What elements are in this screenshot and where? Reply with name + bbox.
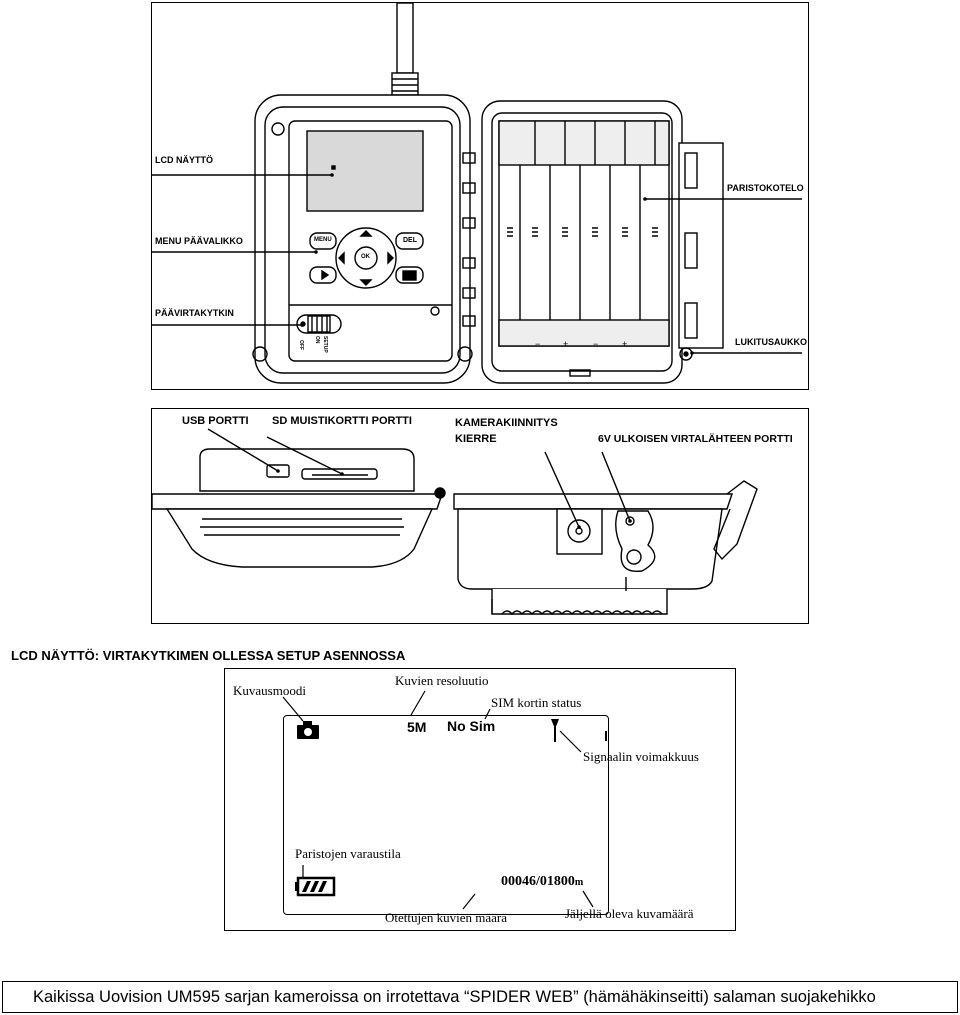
footer-box: Kaikissa Uovision UM595 sarjan kameroiss…	[2, 981, 958, 1013]
lock-hole-label: LUKITUSAUKKO	[735, 337, 807, 347]
del-button-label: DEL	[403, 237, 417, 244]
polarity-minus-2: −	[593, 339, 599, 349]
lcd-screen-label: LCD NÄYTTÖ	[155, 155, 213, 165]
figure-camera-open: LCD NÄYTTÖ MENU PÄÄVALIKKO PÄÄVIRTAKYTKI…	[151, 2, 809, 390]
section-heading: LCD NÄYTTÖ: VIRTAKYTKIMEN OLLESSA SETUP …	[11, 648, 406, 663]
menu-button-label: MENU	[314, 237, 332, 243]
power-switch-label: PÄÄVIRTAKYTKIN	[155, 308, 234, 318]
figure-lcd-screen: Kuvausmoodi Kuvien resoluutio SIM kortin…	[224, 668, 736, 931]
figure-camera-bottom: USB PORTTI SD MUISTIKORTTI PORTTI KAMERA…	[151, 408, 809, 624]
mount-thread-label-line2: KIERRE	[455, 433, 497, 445]
switch-on-label: ON	[314, 336, 320, 344]
usb-port-label: USB PORTTI	[182, 415, 249, 427]
mount-thread-label-line1: KAMERAKIINNITYS	[455, 417, 558, 429]
camera-bottom-drawing	[151, 428, 758, 616]
polarity-plus-2: +	[622, 339, 628, 349]
lcd-resolution-value: 5M	[407, 719, 427, 735]
footer-text: Kaikissa Uovision UM595 sarjan kameroiss…	[33, 988, 876, 1006]
polarity-minus-1: −	[535, 339, 541, 349]
sim-status-label: SIM kortin status	[491, 695, 582, 710]
switch-setup-label: SETUP	[322, 336, 328, 353]
switch-off-label: OFF	[298, 340, 304, 350]
resolution-label: Kuvien resoluutio	[395, 673, 489, 688]
lcd-screen-drawing	[282, 690, 607, 910]
signal-strength-label: Signaalin voimakkuus	[583, 749, 699, 764]
remaining-photos-label: Jäljellä oleva kuvamäärä	[565, 906, 694, 921]
lcd-sim-status: No Sim	[447, 718, 496, 734]
lcd-display	[283, 715, 609, 915]
menu-label: MENU PÄÄVALIKKO	[155, 236, 243, 246]
battery-compartment-label: PARISTOKOTELO	[727, 183, 804, 193]
sd-card-port-label: SD MUISTIKORTTI PORTTI	[272, 415, 412, 427]
photos-taken-label: Otettujen kuvien määrä	[385, 910, 508, 925]
camera-open-drawing	[152, 2, 802, 384]
ok-button-label: OK	[361, 254, 370, 260]
lcd-photo-counter: 00046/01800m	[501, 874, 583, 890]
counter-unit: m	[574, 877, 584, 888]
external-power-port-label: 6V ULKOISEN VIRTALÄHTEEN PORTTI	[598, 433, 793, 445]
polarity-plus-1: +	[563, 339, 569, 349]
battery-level-label: Paristojen varaustila	[295, 846, 401, 861]
shooting-mode-label: Kuvausmoodi	[233, 683, 306, 698]
counter-value: 00046/01800	[501, 874, 575, 889]
